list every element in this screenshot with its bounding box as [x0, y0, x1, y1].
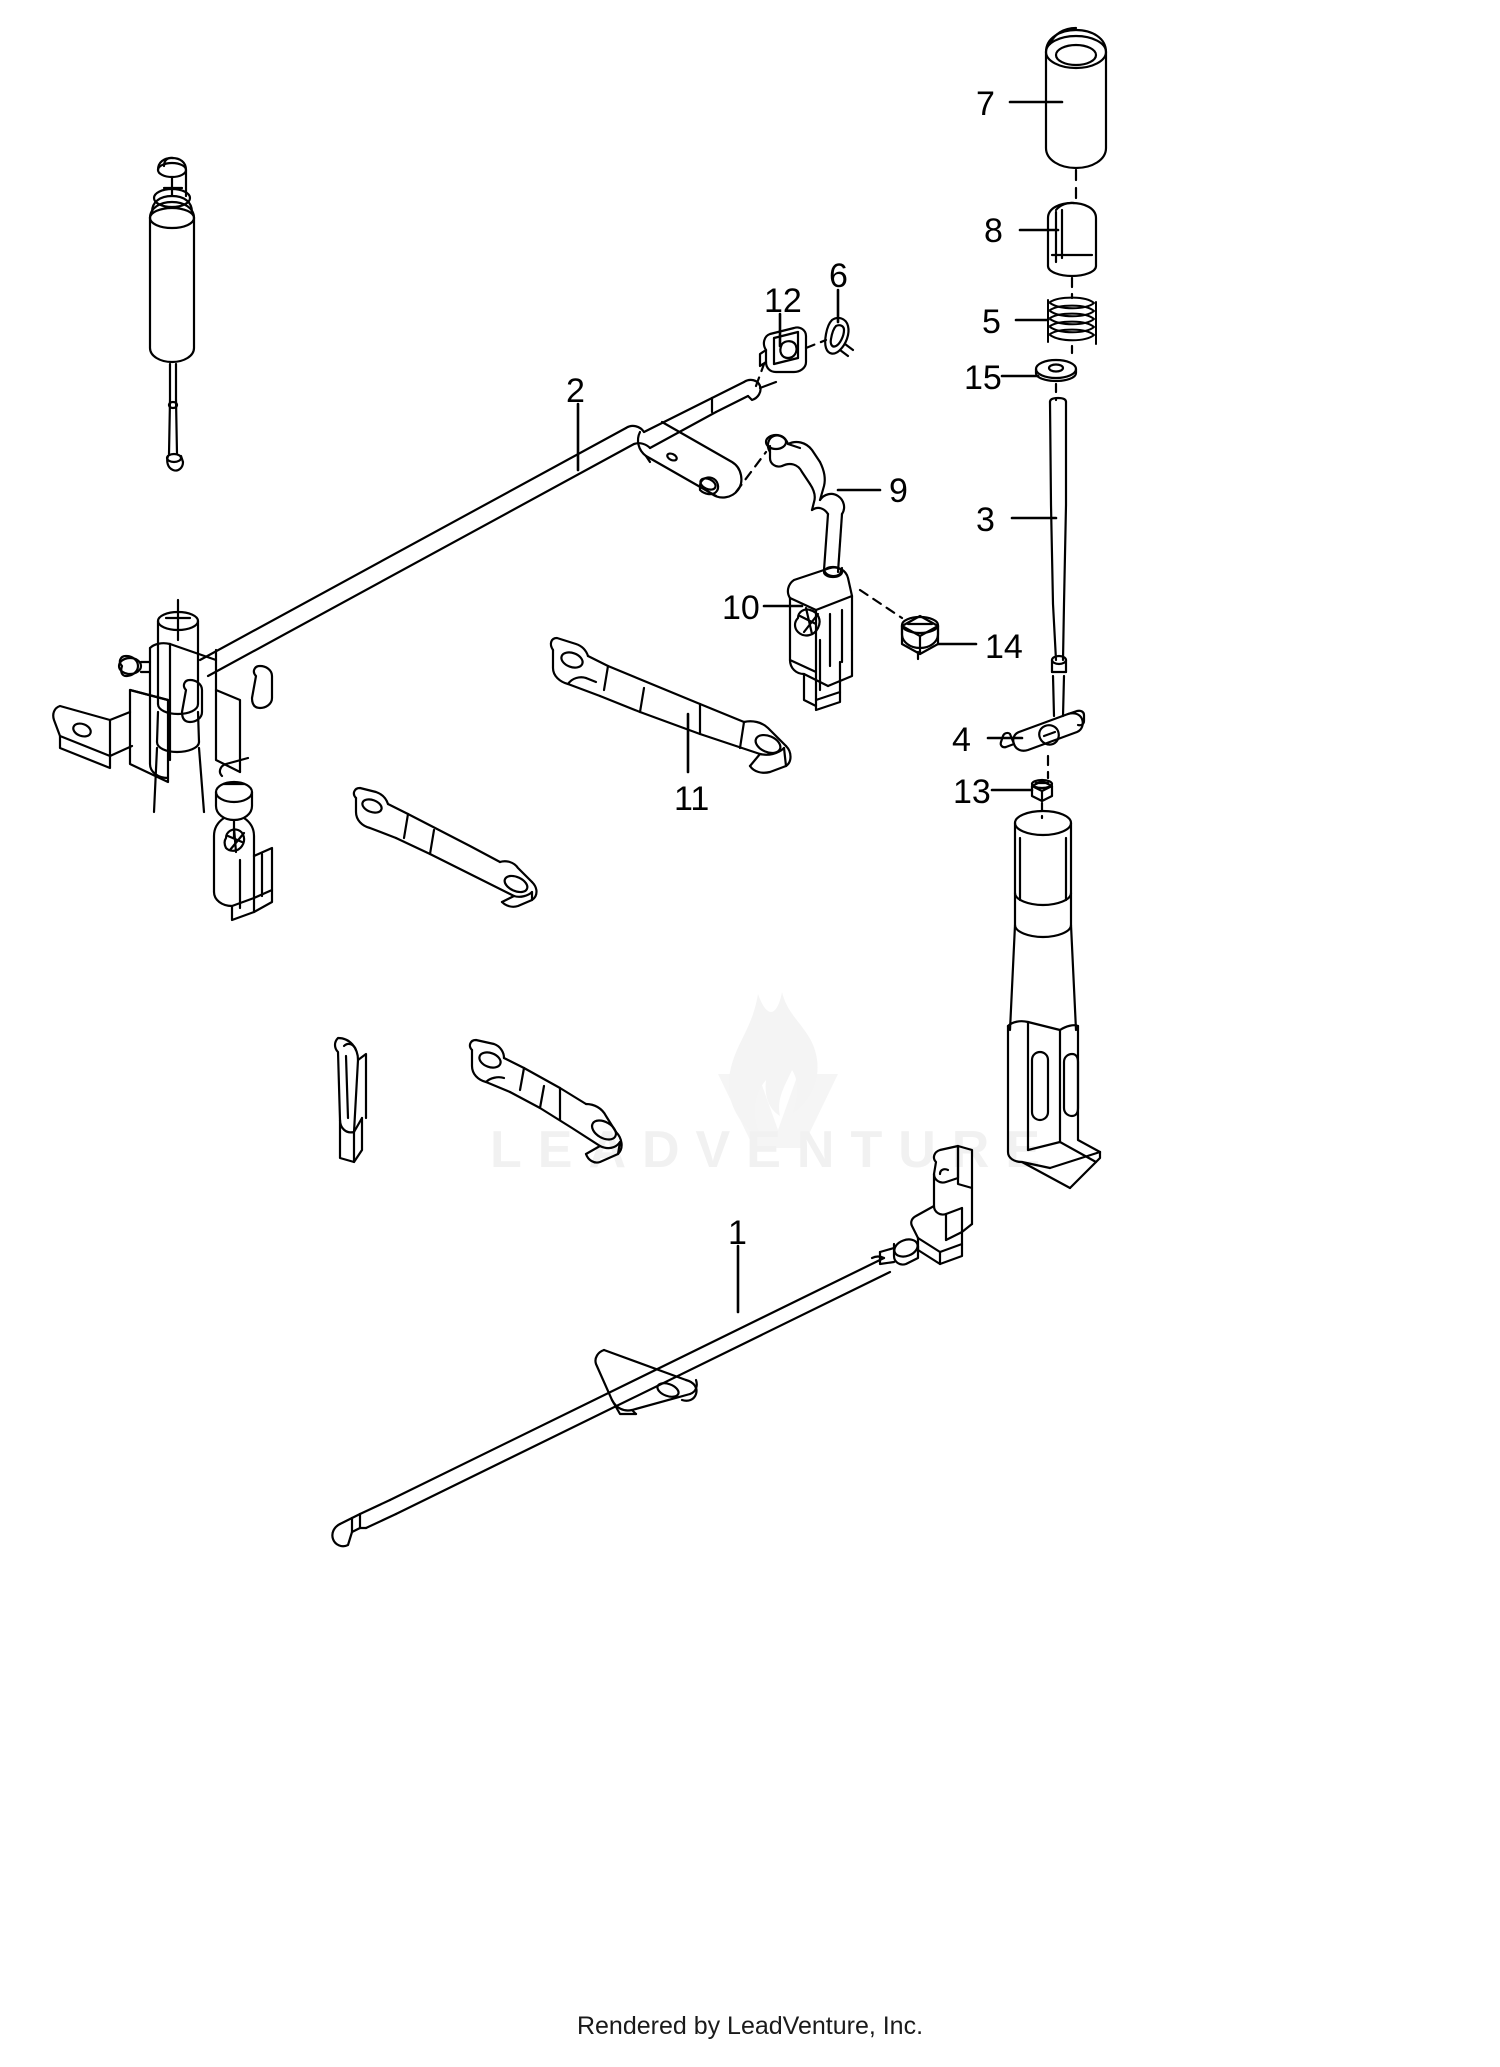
- callout-13: 13: [953, 773, 991, 811]
- callout-11: 11: [674, 780, 710, 818]
- callout-3: 3: [976, 501, 995, 539]
- part-pivot-bracket: [786, 566, 854, 712]
- callout-14: 14: [985, 628, 1023, 666]
- part-ball-socket-fitting: [758, 326, 808, 374]
- callout-1: 1: [728, 1214, 747, 1252]
- part-lock-nut: [1030, 778, 1054, 803]
- lower-left-bracket-piece: [333, 1036, 368, 1164]
- part-hex-nut: [900, 614, 940, 656]
- part-rod-clevis-coupler: [999, 709, 1086, 752]
- part-grip-sleeve: [1046, 201, 1098, 278]
- part-lift-rod: [1048, 396, 1068, 718]
- part-handle-grip: [1044, 26, 1108, 170]
- callout-12: 12: [764, 282, 802, 320]
- part-bent-link-rod: [764, 433, 846, 579]
- callout-2: 2: [566, 372, 585, 410]
- part-lower-control-rod: [331, 1255, 892, 1548]
- upper-rod-bracket-arm: [636, 420, 743, 499]
- left-lever-tube: [152, 598, 206, 814]
- part-compression-spring: [1047, 296, 1097, 345]
- small-lever-arm: [352, 786, 538, 908]
- part-upper-control-rod: [198, 378, 778, 678]
- lower-rod-arm: [594, 1348, 698, 1416]
- right-lever-bracket: [1006, 1020, 1102, 1190]
- callout-7: 7: [976, 85, 995, 123]
- left-damper-assembly: [148, 156, 196, 472]
- lower-left-link-arm: [468, 1038, 623, 1164]
- part-flat-washer: [1034, 358, 1078, 383]
- callout-5: 5: [982, 303, 1001, 341]
- callout-15: 15: [964, 359, 1002, 397]
- part-lift-link-arm: [549, 636, 792, 774]
- callout-8: 8: [984, 212, 1003, 250]
- left-mount-bracket: [52, 642, 274, 922]
- callout-9: 9: [889, 472, 908, 510]
- callout-10: 10: [722, 589, 760, 627]
- footer-credit: Rendered by LeadVenture, Inc.: [576, 2012, 924, 2040]
- callout-4: 4: [952, 721, 971, 759]
- lower-pivot-yoke: [878, 1144, 974, 1266]
- callout-leader-lines: [576, 100, 1064, 1314]
- callout-6: 6: [829, 257, 848, 295]
- right-lever-tube: [1008, 809, 1078, 1032]
- part-retaining-clip: [824, 316, 855, 358]
